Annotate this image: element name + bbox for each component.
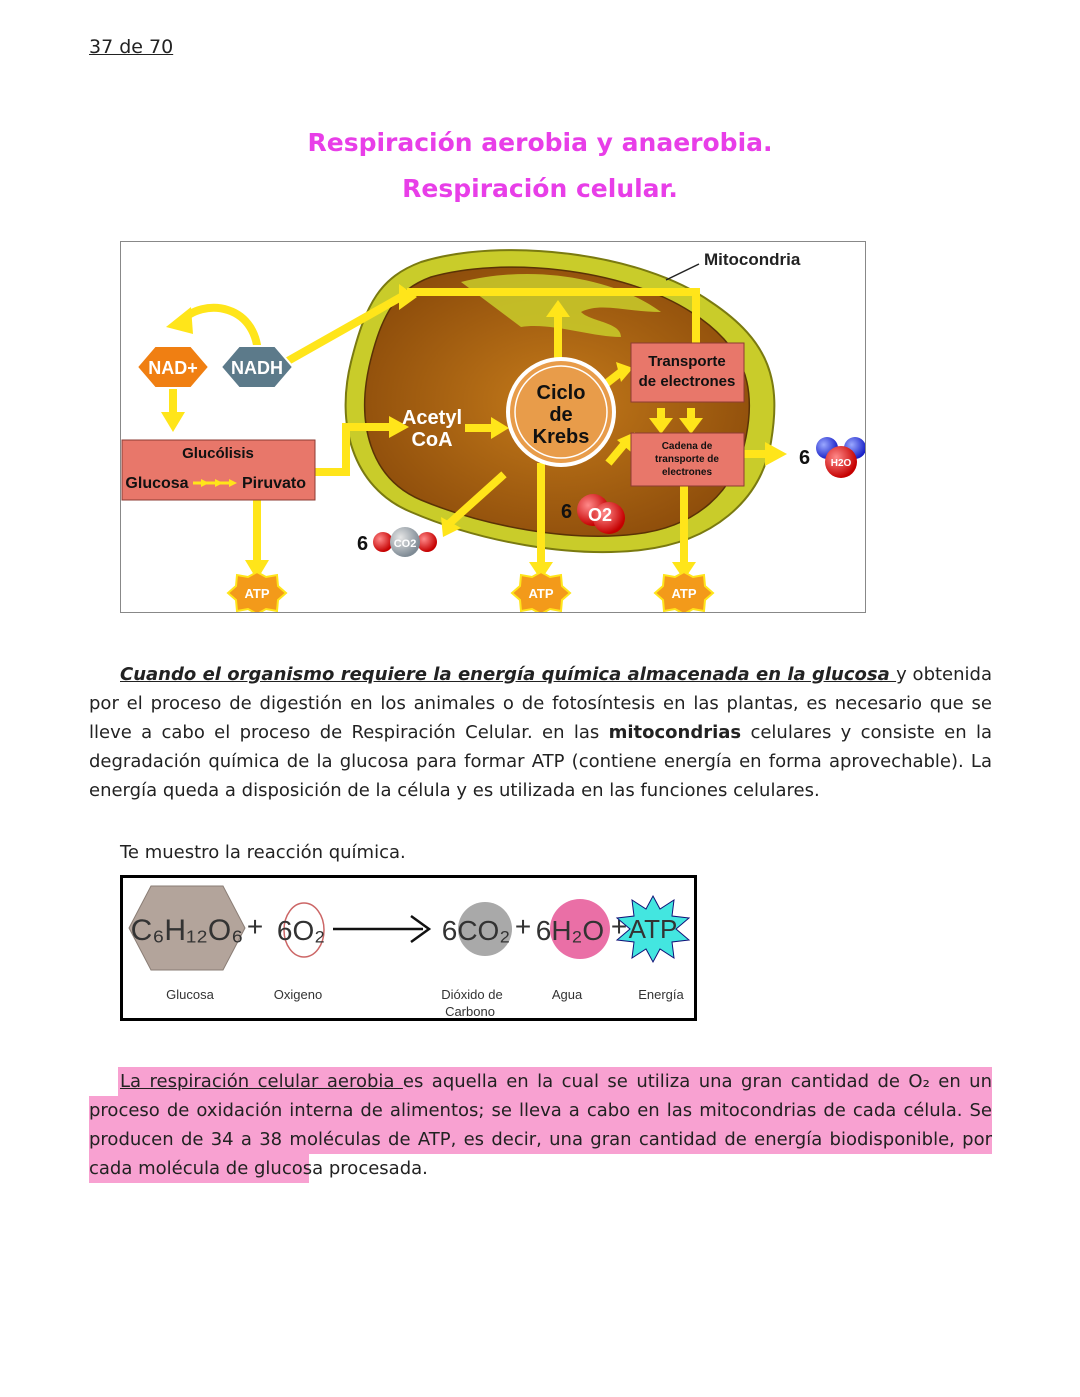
label-oxigeno: Oxigeno — [274, 987, 322, 1002]
nadh-hexagon: NADH — [219, 345, 295, 389]
h2o-molecule: H2O — [816, 437, 865, 478]
paragraph-lead: Cuando el organismo requiere la energía … — [120, 664, 897, 685]
acetyl-label: Acetyl — [402, 407, 462, 429]
paragraph-aerobic: La respiración celular aerobia es aquell… — [89, 1067, 992, 1183]
o2-molecule: O2 — [577, 494, 625, 534]
page-subtitle: Respiración celular. — [402, 174, 678, 203]
de-label: de — [549, 404, 572, 426]
krebs-label: Krebs — [533, 426, 590, 448]
coa-label: CoA — [411, 429, 452, 451]
transport-box: Transporte de electrones — [630, 342, 745, 403]
atp-label-2: ATP — [528, 586, 553, 601]
water-formula: 6H₂O — [536, 915, 604, 946]
o2-count: 6 — [561, 501, 572, 523]
aerobic-definition: es aquella en la cual se utiliza una gra… — [89, 1071, 993, 1179]
atp-star-3: ATP — [653, 570, 715, 612]
atp-label-1: ATP — [244, 586, 269, 601]
page-title: Respiración aerobia y anaerobia. — [307, 128, 773, 157]
plus-2: + — [515, 911, 531, 942]
chemical-reaction-box: C₆H₁₂O₆ + 6O₂ 6CO₂ + 6H₂O + ATP Glucosa … — [120, 875, 697, 1021]
nad-plus-hexagon: NAD+ — [135, 345, 211, 389]
nad-plus-label: NAD+ — [148, 358, 198, 378]
glucose-formula: C₆H₁₂O₆ — [131, 914, 244, 947]
oxygen-formula: 6O₂ — [277, 915, 325, 946]
paragraph-part2: celulares y consiste en la degradación q… — [89, 722, 992, 801]
atp-star-2: ATP — [510, 570, 572, 612]
co2-count: 6 — [357, 533, 368, 555]
o2-label: O2 — [588, 505, 612, 525]
label-energia: Energía — [638, 987, 684, 1002]
plus-1: + — [247, 911, 263, 942]
piruvato-label: Piruvato — [242, 475, 306, 492]
chain-label-1: Cadena de — [662, 441, 713, 452]
nadh-label: NADH — [231, 358, 283, 378]
ciclo-label: Ciclo — [537, 382, 586, 404]
co2-label: CO2 — [394, 538, 417, 550]
co2-formula: 6CO₂ — [442, 915, 510, 946]
paragraph-bold-mitocondrias: mitocondrias — [608, 722, 742, 743]
label-agua: Agua — [552, 987, 583, 1002]
paragraph-respiration-intro: Cuando el organismo requiere la energía … — [89, 660, 992, 805]
atp-formula: ATP — [629, 914, 678, 944]
aerobic-term: La respiración celular aerobia — [120, 1071, 403, 1092]
co2-molecule: CO2 — [373, 527, 437, 557]
atp-star-1: ATP — [226, 570, 288, 612]
chain-label-3: electrones — [662, 467, 712, 478]
mitocondria-label: Mitocondria — [704, 250, 801, 269]
krebs-cycle: Ciclo de Krebs — [506, 357, 616, 467]
h2o-label: H2O — [831, 458, 852, 469]
glucolisis-label: Glucólisis — [182, 445, 254, 462]
transport-label-1: Transporte — [648, 353, 726, 370]
chain-label-2: transporte de — [655, 454, 719, 465]
highlight-line-1 — [118, 1067, 992, 1096]
label-dioxido-1: Dióxido de — [441, 987, 502, 1002]
label-dioxido-2: Carbono — [445, 1004, 495, 1018]
transport-label-2: de electrones — [639, 373, 736, 390]
highlight-line-3 — [89, 1125, 992, 1154]
atp-label-3: ATP — [671, 586, 696, 601]
cellular-respiration-diagram: NAD+ NADH Glucólisis Glucosa Piruvato Ac… — [120, 241, 866, 613]
chain-box: Cadena de transporte de electrones — [630, 432, 745, 487]
page-number: 37 de 70 — [89, 36, 174, 58]
highlight-line-2 — [89, 1096, 992, 1125]
highlight-line-4 — [89, 1154, 309, 1183]
h2o-count: 6 — [799, 447, 810, 469]
reaction-intro: Te muestro la reacción química. — [120, 842, 406, 863]
glucolisis-box: Glucólisis Glucosa Piruvato — [121, 439, 316, 501]
glucosa-label: Glucosa — [125, 475, 188, 492]
label-glucosa: Glucosa — [166, 987, 214, 1002]
paragraph-part1: y obtenida por el proceso de digestión e… — [89, 664, 992, 743]
